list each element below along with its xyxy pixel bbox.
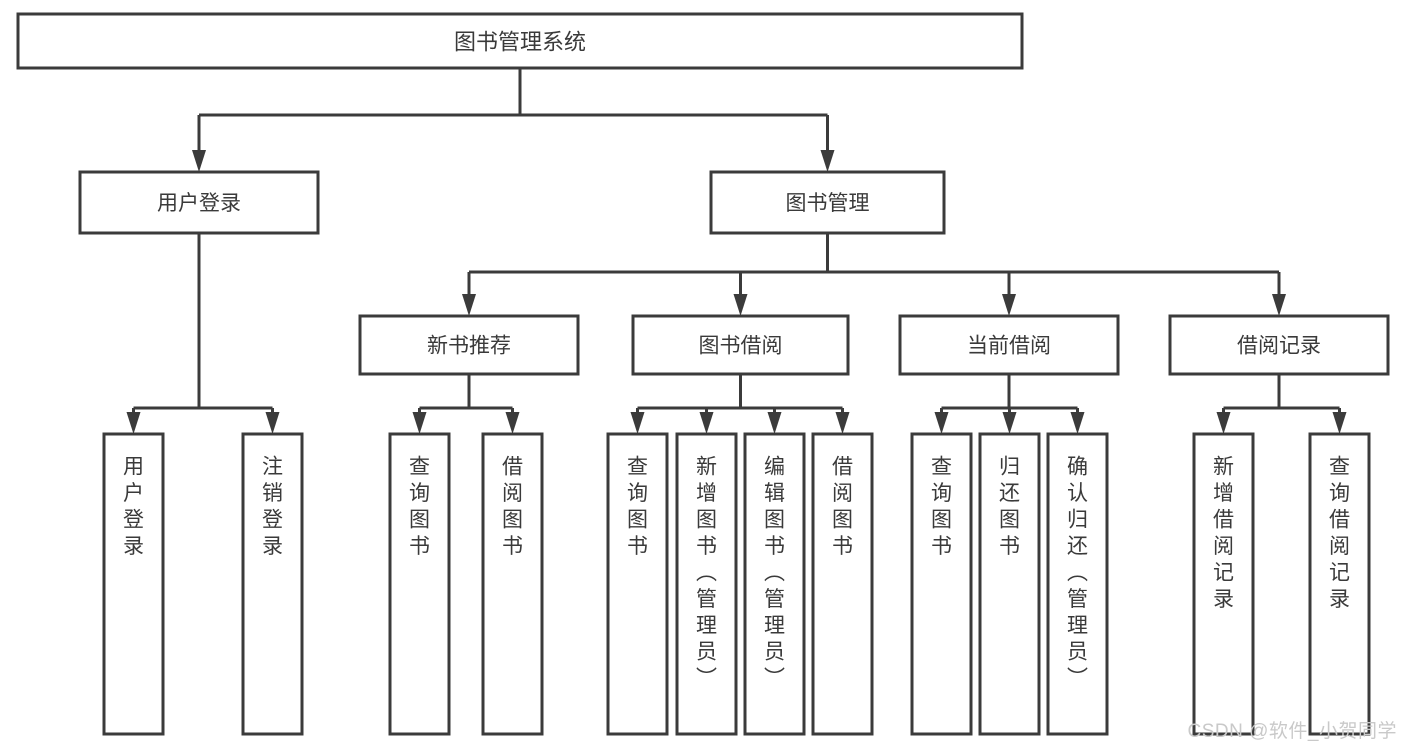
node-leaf-logout[interactable]: 注销登录 <box>241 432 304 736</box>
node-label: 新增图书︵管理员︶ <box>696 455 717 690</box>
node-label: 新书推荐 <box>427 335 511 358</box>
node-box <box>1192 432 1255 736</box>
node-box <box>102 432 165 736</box>
node-leaf-query-record[interactable]: 查询借阅记录 <box>1308 432 1371 736</box>
node-box <box>358 314 580 376</box>
node-leaf-borrow-book-1[interactable]: 借阅图书 <box>481 432 544 736</box>
node-label: 用户登录 <box>157 192 241 215</box>
node-label: 查询图书 <box>409 455 430 557</box>
node-box <box>1046 432 1109 736</box>
connector-group-n_new_book <box>412 374 520 434</box>
node-box <box>241 432 304 736</box>
node-layer: 图书管理系统用户登录图书管理新书推荐图书借阅当前借阅借阅记录用户登录注销登录查询… <box>16 12 1390 736</box>
node-leaf-query-book-1[interactable]: 查询图书 <box>388 432 451 736</box>
connector-group-n_user_login <box>126 233 280 434</box>
node-label: 借阅图书 <box>502 455 523 557</box>
csdn-watermark: CSDN @软件_小贺同学 <box>1187 721 1397 742</box>
connector-group-n_borrow_record <box>1216 374 1347 434</box>
node-leaf-query-book-3[interactable]: 查询图书 <box>910 432 973 736</box>
node-label: 图书借阅 <box>699 335 783 358</box>
node-n-user-login[interactable]: 用户登录 <box>78 170 320 235</box>
node-label: 借阅记录 <box>1237 335 1321 358</box>
node-label: 归还图书 <box>999 455 1020 557</box>
node-root[interactable]: 图书管理系统 <box>16 12 1024 70</box>
node-leaf-edit-book[interactable]: 编辑图书︵管理员︶ <box>743 432 806 736</box>
node-label: 用户登录 <box>123 455 144 557</box>
node-leaf-query-book-2[interactable]: 查询图书 <box>606 432 669 736</box>
node-box <box>1168 314 1390 376</box>
node-box <box>481 432 544 736</box>
node-label: 查询借阅记录 <box>1329 455 1350 610</box>
node-box <box>709 170 946 235</box>
node-label: 确认归还︵管理员︶ <box>1067 455 1088 690</box>
node-label: 查询图书 <box>931 455 952 557</box>
node-box <box>16 12 1024 70</box>
node-box <box>1308 432 1371 736</box>
node-box <box>910 432 973 736</box>
node-box <box>978 432 1041 736</box>
connector-group-n_current_borrow <box>934 374 1085 434</box>
node-label: 当前借阅 <box>967 335 1051 358</box>
node-box <box>743 432 806 736</box>
node-label: 图书管理系统 <box>454 30 586 55</box>
node-box <box>388 432 451 736</box>
node-box <box>78 170 320 235</box>
node-n-current-borrow[interactable]: 当前借阅 <box>898 314 1120 376</box>
node-n-borrow-record[interactable]: 借阅记录 <box>1168 314 1390 376</box>
node-n-book-mgmt[interactable]: 图书管理 <box>709 170 946 235</box>
node-leaf-add-record[interactable]: 新增借阅记录 <box>1192 432 1255 736</box>
node-n-book-borrow[interactable]: 图书借阅 <box>631 314 850 376</box>
node-leaf-add-book[interactable]: 新增图书︵管理员︶ <box>675 432 738 736</box>
node-box <box>811 432 874 736</box>
connector-group-n_book_borrow <box>630 374 850 434</box>
node-box <box>898 314 1120 376</box>
node-leaf-user-login[interactable]: 用户登录 <box>102 432 165 736</box>
node-leaf-confirm-return[interactable]: 确认归还︵管理员︶ <box>1046 432 1109 736</box>
node-label: 查询图书 <box>627 455 648 557</box>
connector-layer <box>126 68 1347 434</box>
node-label: 编辑图书︵管理员︶ <box>764 455 785 690</box>
connector-group-n_book_mgmt <box>462 233 1286 316</box>
node-box <box>606 432 669 736</box>
node-label: 借阅图书 <box>832 455 853 557</box>
node-box <box>675 432 738 736</box>
node-label: 图书管理 <box>786 192 870 215</box>
node-label: 注销登录 <box>262 455 283 557</box>
node-n-new-book[interactable]: 新书推荐 <box>358 314 580 376</box>
connector-group-root <box>192 68 835 172</box>
node-label: 新增借阅记录 <box>1213 455 1234 610</box>
node-leaf-borrow-book-2[interactable]: 借阅图书 <box>811 432 874 736</box>
node-leaf-return-book[interactable]: 归还图书 <box>978 432 1041 736</box>
node-box <box>631 314 850 376</box>
